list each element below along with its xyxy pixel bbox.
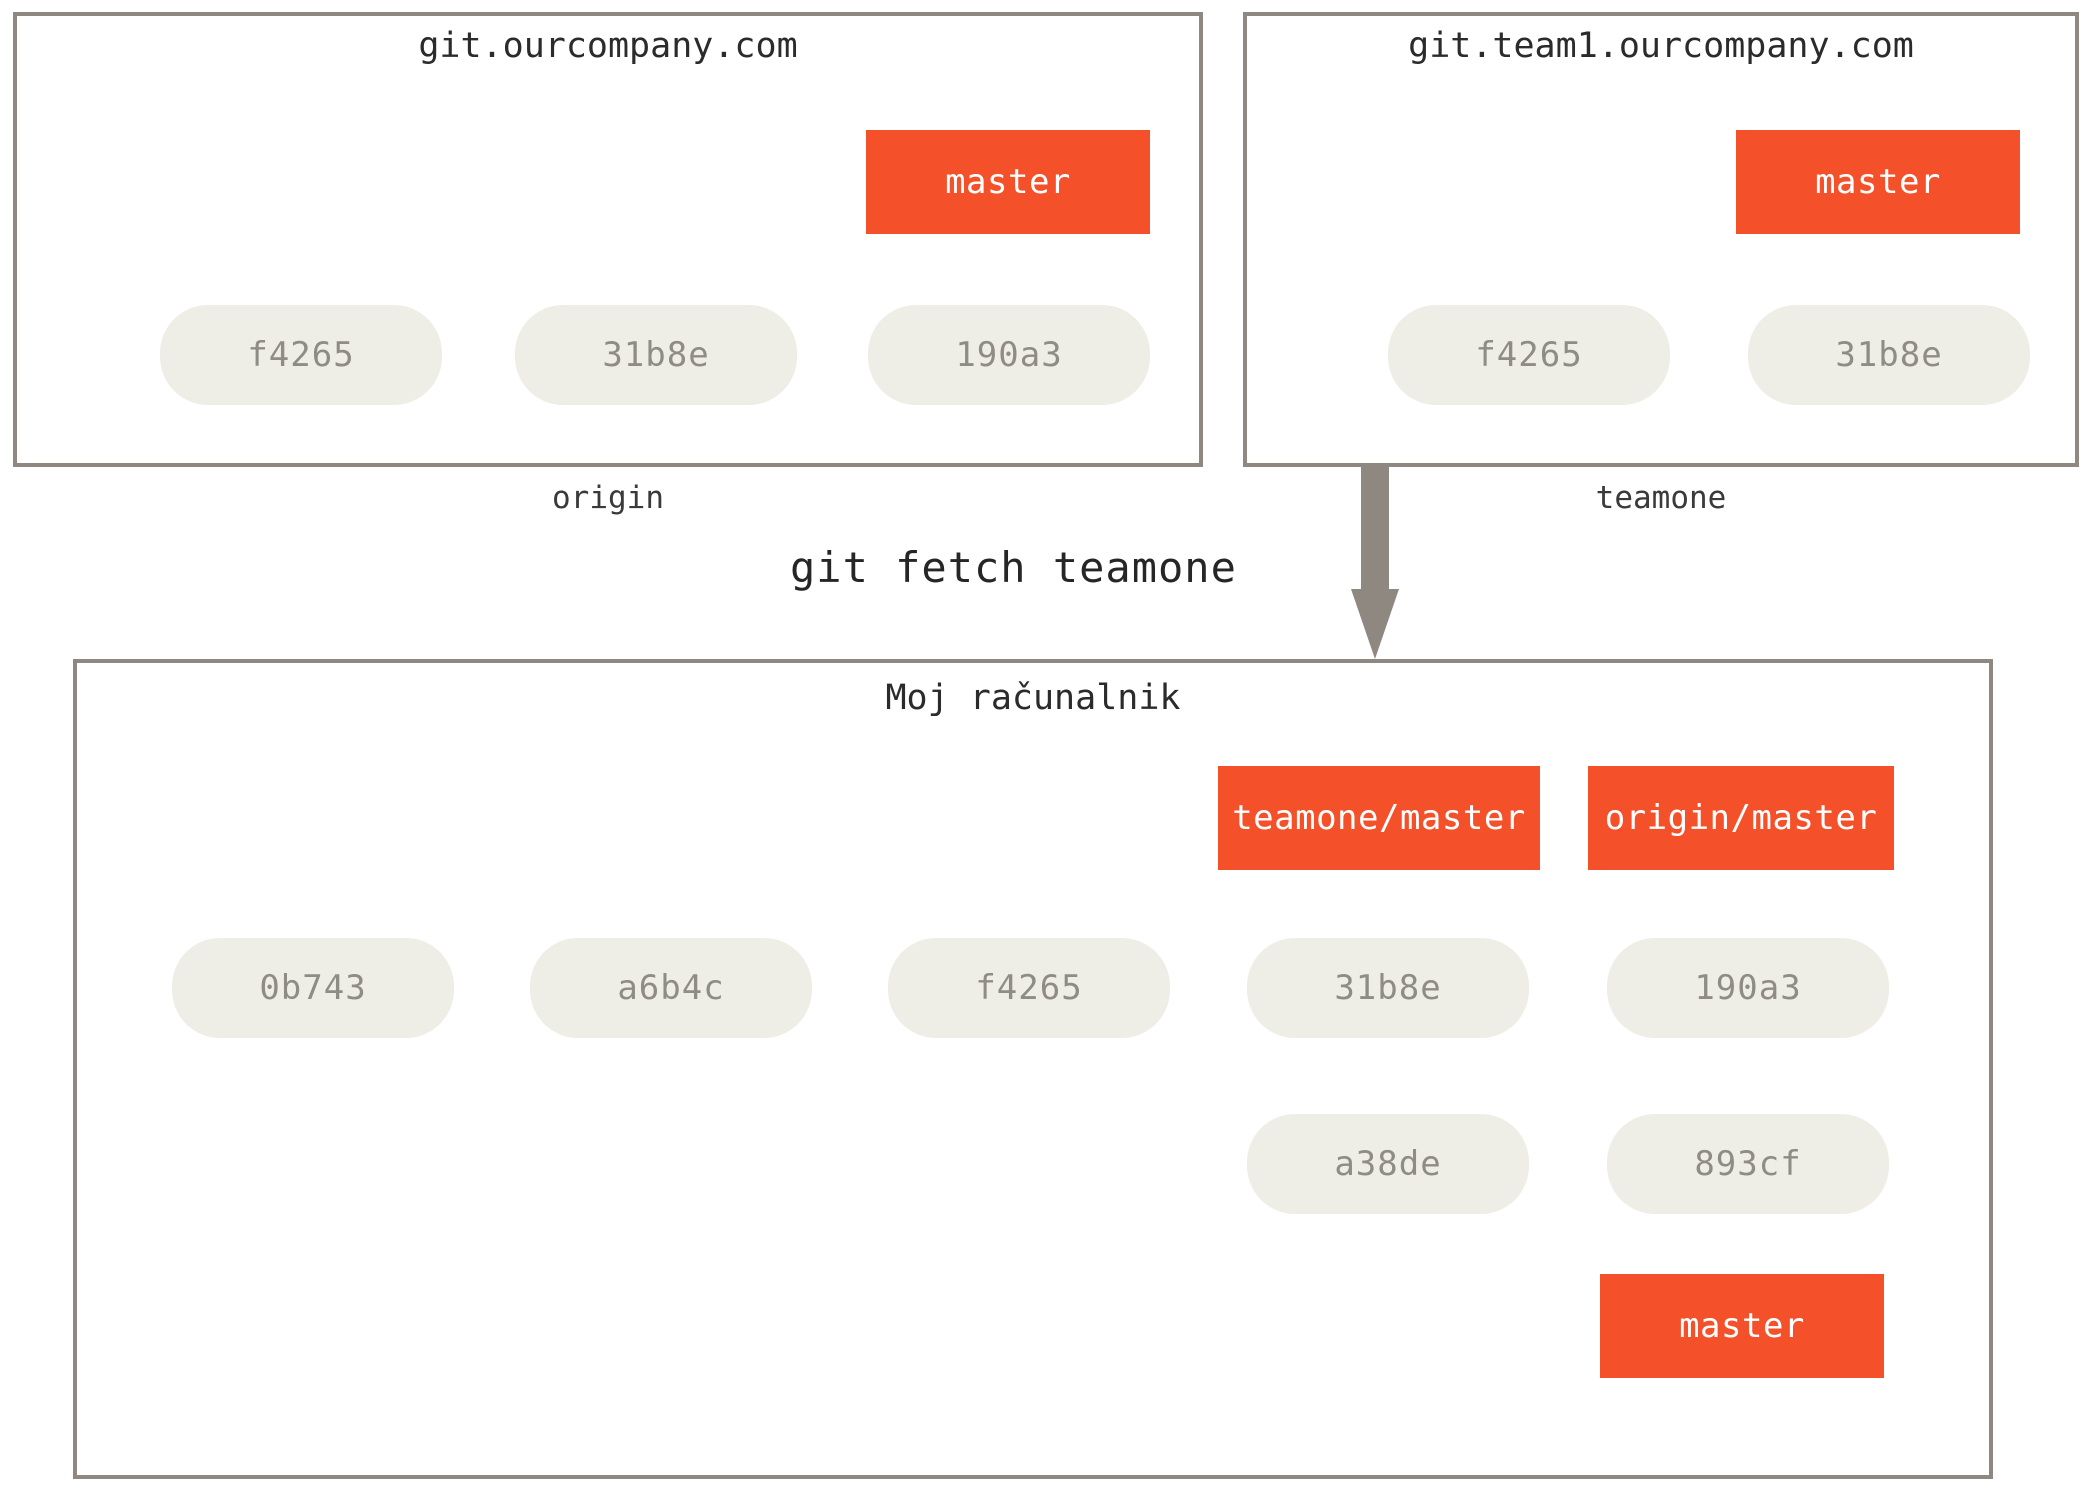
panel-local-title: Moj računalnik <box>885 678 1181 718</box>
branch-label-origin-master: master <box>866 130 1150 234</box>
commit-node-origin-190a3: 190a3 <box>868 305 1150 405</box>
commit-node-local-31b8e: 31b8e <box>1247 938 1529 1038</box>
commit-node-origin-31b8e: 31b8e <box>515 305 797 405</box>
commit-node-teamone-f4265: f4265 <box>1388 305 1670 405</box>
commit-node-local-a6b4c: a6b4c <box>530 938 812 1038</box>
commit-node-local-190a3: 190a3 <box>1607 938 1889 1038</box>
command-label-git-fetch-teamone: git fetch teamone <box>790 543 1237 592</box>
panel-teamone-caption: teamone <box>1595 480 1727 516</box>
commit-node-teamone-31b8e: 31b8e <box>1748 305 2030 405</box>
branch-label-local-master: master <box>1600 1274 1884 1378</box>
commit-node-local-893cf: 893cf <box>1607 1114 1889 1214</box>
commit-node-local-f4265: f4265 <box>888 938 1170 1038</box>
branch-label-teamone-master: master <box>1736 130 2020 234</box>
commit-node-local-0b743: 0b743 <box>172 938 454 1038</box>
panel-origin-title: git.ourcompany.com <box>418 26 798 66</box>
commit-node-local-a38de: a38de <box>1247 1114 1529 1214</box>
panel-origin-caption: origin <box>552 480 664 516</box>
panel-teamone-title: git.team1.ourcompany.com <box>1408 26 1914 66</box>
branch-label-local-origin-master: origin/master <box>1588 766 1894 870</box>
commit-node-origin-f4265: f4265 <box>160 305 442 405</box>
branch-label-local-teamone-master: teamone/master <box>1218 766 1540 870</box>
